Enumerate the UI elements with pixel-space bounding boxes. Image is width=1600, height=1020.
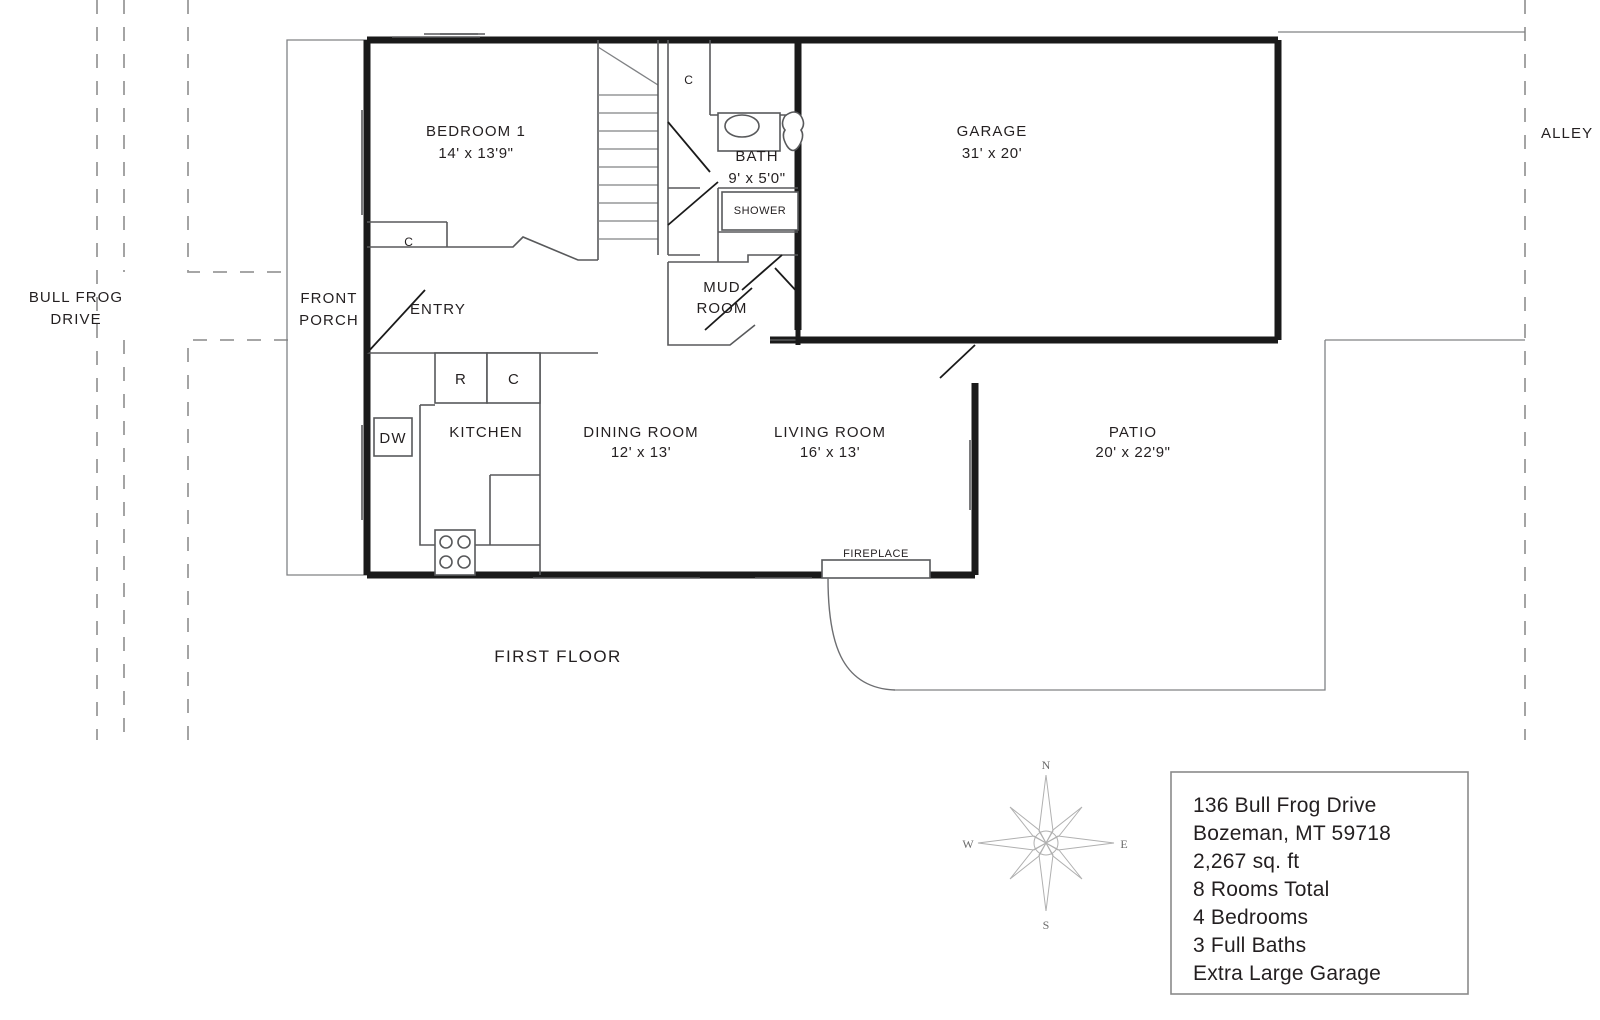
cabinet-box (486, 352, 541, 404)
room-label-patio: PATIO (1109, 424, 1157, 441)
patio-outline (895, 340, 1326, 691)
range-box (434, 529, 476, 576)
fixtures (373, 111, 931, 579)
fixture-labels: C C R C DW SHOWER FIREPLACE (379, 73, 908, 560)
compass-label-s: S (1043, 918, 1050, 932)
front-porch-outline (286, 39, 367, 576)
room-label-kitchen: KITCHEN (449, 424, 523, 441)
room-dim-living: 16' x 13' (800, 444, 860, 461)
street-labels: BULL FROG DRIVE ALLEY (29, 125, 1593, 328)
street-label-alley: ALLEY (1541, 125, 1593, 142)
room-dim-dining: 12' x 13' (611, 444, 671, 461)
property-lines (96, 0, 1526, 740)
room-dim-bedroom1: 14' x 13'9" (438, 145, 513, 162)
counter-peninsula (419, 405, 540, 546)
room-label-front-porch: FRONT (300, 290, 357, 307)
burner-icon (439, 535, 453, 549)
compass-label-e: E (1120, 837, 1127, 851)
room-label-mudroom-line2: ROOM (696, 300, 747, 317)
refrigerator-box (434, 352, 488, 404)
stair-direction-arrow (597, 46, 659, 86)
room-label-bath: BATH (735, 148, 778, 165)
wall-mudroom-outline (667, 262, 756, 346)
compass-point-s (1038, 842, 1054, 912)
room-label-garage: GARAGE (957, 123, 1028, 140)
property-info-box: 136 Bull Frog Drive Bozeman, MT 59718 2,… (1170, 771, 1469, 995)
compass-point-w (977, 835, 1047, 851)
shower-box (721, 191, 799, 231)
dishwasher-box (373, 417, 413, 457)
room-label-entry: ENTRY (410, 301, 466, 318)
door-swing-mud-garage (774, 267, 801, 296)
room-label-front-porch-line2: PORCH (299, 312, 359, 329)
compass-hub (1033, 830, 1059, 856)
room-labels: BEDROOM 1 14' x 13'9" BATH 9' x 5'0" GAR… (299, 123, 1170, 461)
room-label-bedroom1: BEDROOM 1 (426, 123, 526, 140)
door-swing-mudroom-lower (704, 287, 753, 331)
compass-point-sw (1009, 841, 1048, 880)
label-dishwasher: DW (379, 430, 406, 447)
door-swing-bath (667, 181, 719, 226)
info-box-border (1170, 771, 1469, 995)
sink-basin-icon (724, 114, 760, 138)
burner-icon (457, 555, 471, 569)
label-closet-bedroom: C (404, 235, 413, 249)
info-line-square-feet: 2,267 sq. ft (1193, 850, 1299, 873)
fireplace-box (821, 559, 931, 579)
compass-point-nw (1009, 806, 1048, 845)
label-shower: SHOWER (734, 205, 787, 217)
label-refrigerator: R (455, 371, 467, 388)
exterior-walls (363, 36, 1282, 579)
door-swing-patio (939, 344, 976, 379)
info-line-rooms: 8 Rooms Total (1193, 878, 1329, 901)
compass-label-n: N (1042, 758, 1051, 772)
info-line-baths: 3 Full Baths (1193, 934, 1306, 957)
windows (361, 33, 971, 579)
info-line-garage: Extra Large Garage (1193, 962, 1381, 985)
label-closet-hall: C (684, 73, 693, 87)
compass-rose: N S W E (962, 758, 1127, 932)
porch-edge (286, 39, 367, 576)
staircase (597, 46, 659, 240)
patio-and-walkway (827, 340, 1326, 691)
street-label-bullfrog-line2: DRIVE (50, 311, 101, 328)
room-dim-bath: 9' x 5'0" (728, 170, 785, 187)
info-line-address: 136 Bull Frog Drive (1193, 794, 1377, 817)
door-swing-mudroom-upper (741, 254, 783, 291)
burner-icon (439, 555, 453, 569)
wall-bedroom-south-jog (447, 236, 598, 261)
label-fireplace: FIREPLACE (843, 548, 909, 560)
room-label-dining: DINING ROOM (583, 424, 698, 441)
door-swing-front (366, 289, 426, 354)
toilet-icon (781, 111, 805, 152)
compass-point-se (1044, 841, 1083, 880)
room-dim-patio: 20' x 22'9" (1095, 444, 1170, 461)
info-line-city-state-zip: Bozeman, MT 59718 (1193, 822, 1391, 845)
street-label-bullfrog-line1: BULL FROG (29, 289, 123, 306)
label-cabinet: C (508, 371, 520, 388)
compass-point-ne (1044, 806, 1083, 845)
floor-level-label: FIRST FLOOR (494, 647, 622, 666)
room-label-mudroom: MUD (703, 279, 740, 296)
compass-label-w: W (962, 837, 974, 851)
lot-line-west-3b (187, 339, 290, 740)
room-label-living: LIVING ROOM (774, 424, 886, 441)
door-swing-bath-hall (667, 121, 711, 173)
compass-point-e (1045, 835, 1115, 851)
wall-bath-mud-jog (718, 254, 798, 263)
door-swings (366, 121, 976, 379)
info-line-bedrooms: 4 Bedrooms (1193, 906, 1308, 929)
burner-icon (457, 535, 471, 549)
walkway-curve (827, 577, 896, 691)
lot-line-west-3a (187, 0, 290, 273)
room-dim-garage: 31' x 20' (962, 145, 1022, 162)
compass-point-n (1038, 774, 1054, 844)
